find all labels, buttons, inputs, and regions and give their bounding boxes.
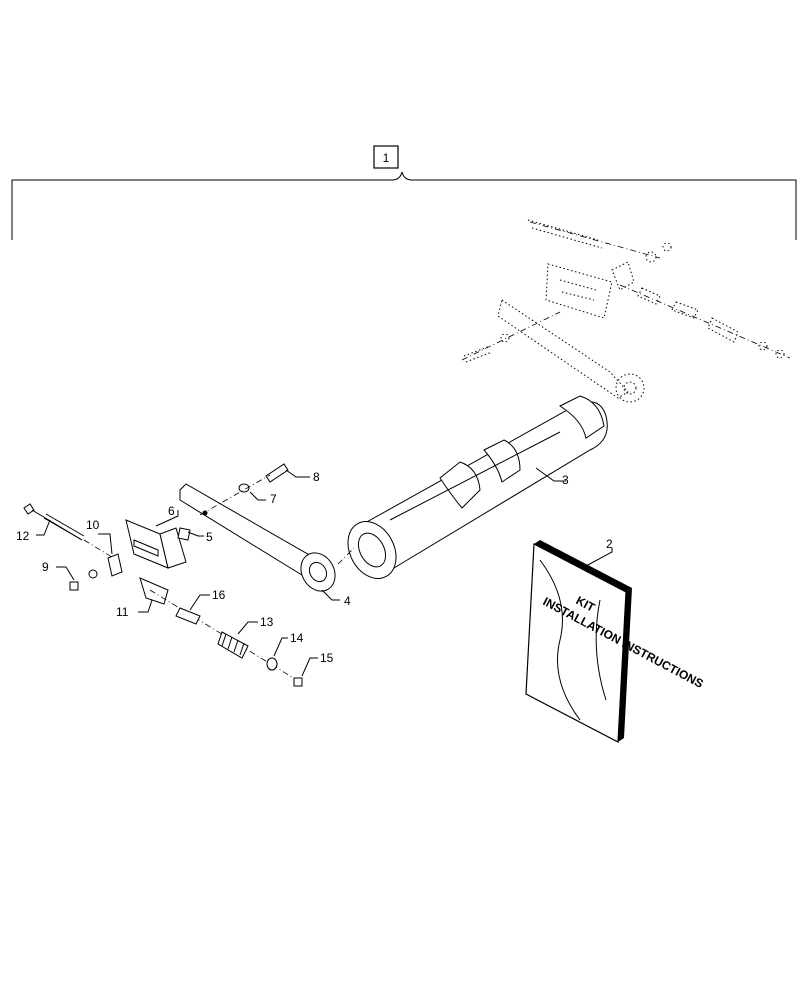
roller-drum: [347, 395, 608, 579]
callout-12: 12: [16, 529, 30, 543]
assembly-label-box: [373, 145, 399, 169]
bracket-clip: [69, 553, 169, 605]
long-bolt: [23, 503, 121, 563]
callout-10: 10: [86, 518, 100, 532]
callout-14: 14: [290, 631, 304, 645]
callout-15: 15: [320, 651, 334, 665]
callout-6: 6: [168, 504, 175, 518]
small-fasteners: [177, 463, 289, 541]
callout-9: 9: [42, 560, 49, 574]
assembly-bracket: 1: [11, 145, 797, 240]
callout-16: 16: [212, 588, 226, 602]
instruction-booklet: KIT INSTALLATION INSTRUCTIONS: [525, 540, 706, 743]
leader-lines: [36, 467, 613, 677]
callout-2: 2: [606, 537, 613, 551]
callout-7: 7: [270, 492, 277, 506]
callout-4: 4: [344, 594, 351, 608]
opposite-side-tensioner: [461, 219, 791, 403]
callout-3: 3: [562, 473, 569, 487]
callout-5: 5: [206, 530, 213, 544]
callout-numbers: 2 3 4 5 6 7 8 9 10 11 12 13 14 15 16: [16, 470, 613, 665]
spring-assembly: [149, 589, 303, 687]
mounting-plate: [125, 519, 187, 569]
assembly-label: 1: [383, 151, 390, 165]
tensioner-arm: [179, 483, 355, 592]
callout-8: 8: [313, 470, 320, 484]
callout-11: 11: [116, 605, 129, 619]
callout-13: 13: [260, 615, 274, 629]
